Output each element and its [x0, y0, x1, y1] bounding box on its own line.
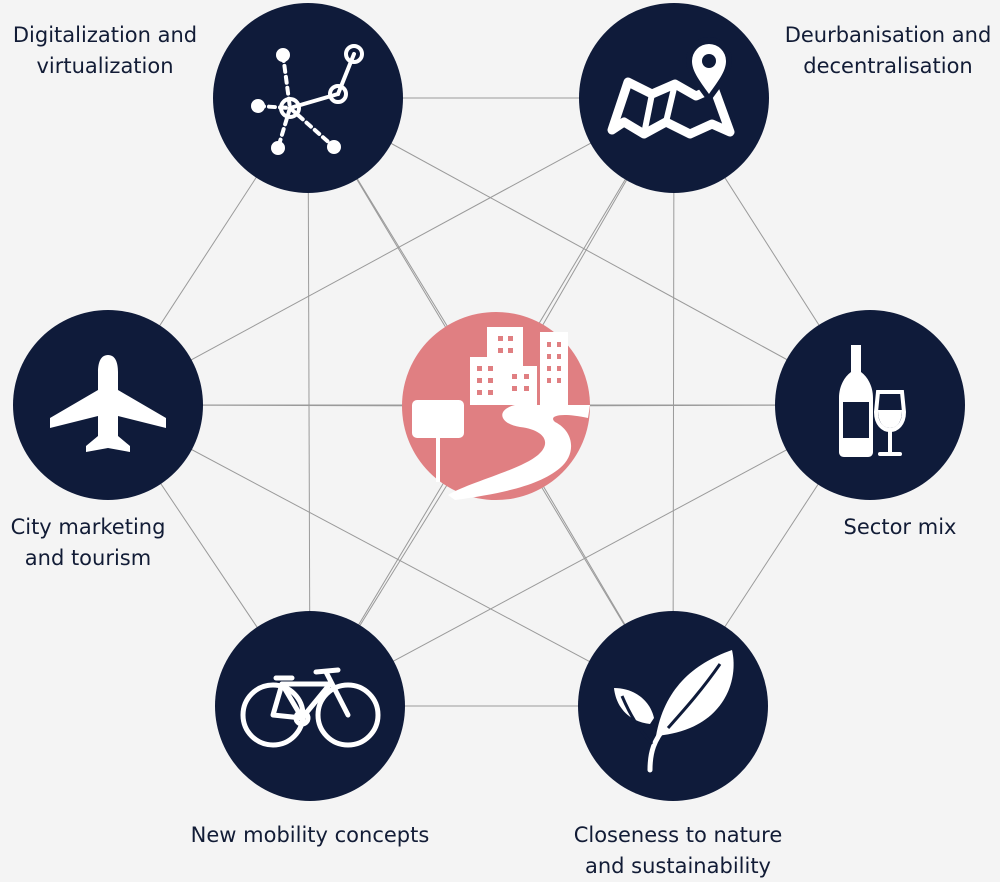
- label-line: Closeness to nature: [573, 823, 783, 847]
- label-line: Deurbanisation and: [784, 23, 992, 47]
- label-line: New mobility concepts: [190, 823, 430, 847]
- network-icon: [251, 44, 364, 155]
- node-deurbanisation: [579, 3, 769, 193]
- leaf-icon: [614, 650, 734, 773]
- airplane-icon: [50, 355, 166, 452]
- center-node: [402, 312, 590, 500]
- node-mobility: [215, 611, 405, 801]
- label-nature: Closeness to nature and sustainability: [574, 820, 783, 882]
- connection-line: [307, 97, 871, 406]
- label-mobility: New mobility concepts: [191, 820, 430, 851]
- node-digitalization: [213, 3, 403, 193]
- label-digitalization: Digitalization and virtualization: [13, 20, 197, 82]
- label-line: Digitalization and: [12, 23, 198, 47]
- label-line: Sector mix: [843, 515, 957, 539]
- node-sector-mix: [775, 310, 965, 500]
- label-line: decentralisation: [803, 54, 973, 78]
- label-line: virtualization: [36, 54, 174, 78]
- map-pin-icon: [607, 37, 735, 139]
- bicycle-icon: [240, 667, 381, 748]
- label-sector-mix: Sector mix: [844, 512, 957, 543]
- label-line: City marketing: [10, 515, 166, 539]
- connection-line: [107, 97, 675, 406]
- node-nature: [578, 611, 768, 801]
- label-deurbanisation: Deurbanisation and decentralisation: [785, 20, 992, 82]
- connection-line: [107, 404, 674, 707]
- connection-line: [672, 97, 675, 707]
- label-line: and tourism: [24, 546, 152, 570]
- node-circle: [213, 3, 403, 193]
- connection-line: [309, 404, 871, 707]
- label-city-marketing: City marketing and tourism: [11, 512, 166, 574]
- connection-line: [307, 97, 311, 707]
- city-road-icon: [412, 327, 590, 500]
- label-line: and sustainability: [584, 854, 771, 878]
- node-city-marketing: [13, 310, 203, 500]
- wine-icon: [839, 345, 907, 457]
